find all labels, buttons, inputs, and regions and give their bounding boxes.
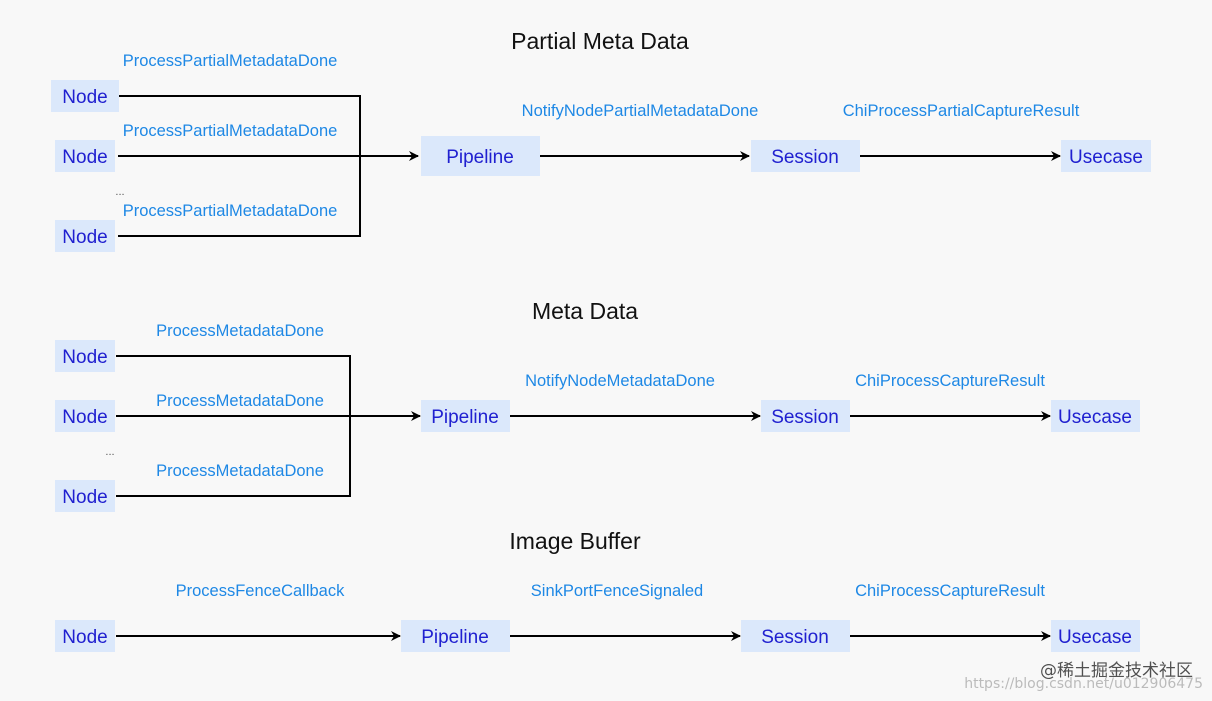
usecase-label: Usecase (1069, 147, 1143, 168)
session-callback-label: ChiProcessCaptureResult (855, 372, 1045, 390)
node-label: Node (62, 347, 107, 368)
node-callback-label: ProcessMetadataDone (156, 392, 324, 410)
ellipsis: ... (115, 186, 124, 198)
node-box: Node (55, 220, 115, 252)
pipeline-box: Pipeline (421, 136, 540, 176)
session-label: Session (761, 627, 829, 648)
pipeline-callback-label: NotifyNodeMetadataDone (525, 372, 715, 390)
node-callback-label: ProcessPartialMetadataDone (123, 202, 338, 220)
node-box: Node (55, 620, 115, 652)
pipeline-label: Pipeline (421, 627, 489, 648)
node-box: Node (51, 80, 119, 112)
pipeline-callback-label: SinkPortFenceSignaled (531, 582, 703, 600)
node-box: Node (55, 140, 115, 172)
section-partial-meta-data: Partial Meta Data ProcessPartialMetadata… (51, 28, 1151, 252)
section-title: Partial Meta Data (511, 28, 689, 54)
watermark-text: @稀土掘金技术社区 (1040, 661, 1193, 681)
session-box: Session (761, 400, 850, 432)
pipeline-label: Pipeline (446, 147, 514, 168)
node-label: Node (62, 487, 107, 508)
node-callback-label: ProcessPartialMetadataDone (123, 122, 338, 140)
section-title: Image Buffer (509, 528, 641, 554)
session-label: Session (771, 407, 839, 428)
session-callback-label: ChiProcessCaptureResult (855, 582, 1045, 600)
connector-line (116, 355, 351, 497)
node-callback-label: ProcessFenceCallback (176, 582, 345, 600)
section-image-buffer: Image Buffer ProcessFenceCallback SinkPo… (55, 528, 1140, 652)
usecase-box: Usecase (1061, 140, 1151, 172)
section-meta-data: Meta Data ProcessMetadataDone ProcessMet… (55, 298, 1140, 512)
usecase-label: Usecase (1058, 407, 1132, 428)
node-label: Node (62, 147, 107, 168)
node-label: Node (62, 627, 107, 648)
node-callback-label: ProcessMetadataDone (156, 322, 324, 340)
ellipsis: ... (105, 446, 114, 458)
node-callback-label: ProcessMetadataDone (156, 462, 324, 480)
pipeline-box: Pipeline (421, 400, 510, 432)
node-label: Node (62, 227, 107, 248)
section-title: Meta Data (532, 298, 638, 324)
pipeline-label: Pipeline (431, 407, 499, 428)
usecase-label: Usecase (1058, 627, 1132, 648)
node-callback-label: ProcessPartialMetadataDone (123, 52, 338, 70)
watermark-url: https://blog.csdn.net/u012906475 (964, 676, 1203, 692)
node-label: Node (62, 407, 107, 428)
node-box: Node (55, 480, 115, 512)
session-box: Session (751, 140, 860, 172)
watermark: https://blog.csdn.net/u012906475 @稀土掘金技术… (964, 661, 1203, 692)
node-box: Node (55, 400, 115, 432)
pipeline-box: Pipeline (401, 620, 510, 652)
session-callback-label: ChiProcessPartialCaptureResult (843, 102, 1080, 120)
session-label: Session (771, 147, 839, 168)
node-box: Node (55, 340, 115, 372)
usecase-box: Usecase (1051, 400, 1140, 432)
session-box: Session (741, 620, 850, 652)
usecase-box: Usecase (1051, 620, 1140, 652)
pipeline-callback-label: NotifyNodePartialMetadataDone (522, 102, 759, 120)
node-label: Node (62, 87, 107, 108)
connector-line (118, 95, 361, 237)
